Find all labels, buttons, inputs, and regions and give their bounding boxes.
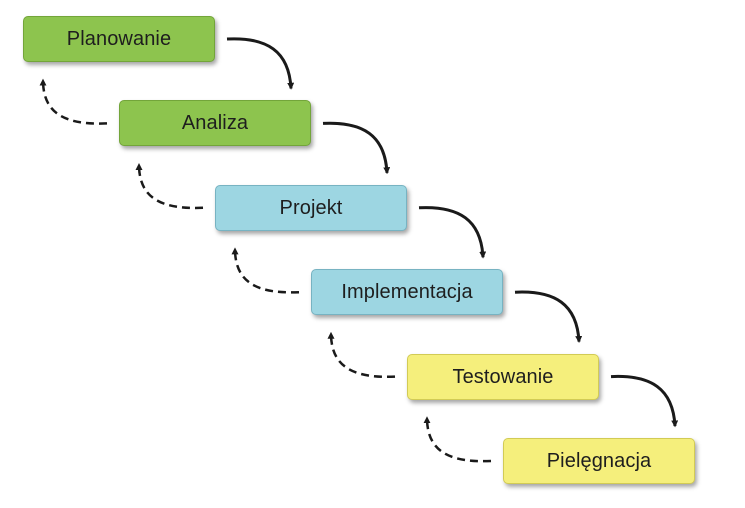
stage-label: Planowanie [66, 27, 172, 50]
forward-arrow [418, 206, 487, 259]
forward-arrow [610, 374, 679, 428]
back-arrow [327, 331, 396, 378]
forward-arrow [514, 290, 583, 343]
stage-label: Projekt [279, 196, 343, 219]
stage-box-analiza: Analiza [119, 100, 311, 146]
forward-arrows [226, 37, 679, 428]
back-arrow [135, 163, 204, 210]
stage-box-testowanie: Testowanie [407, 354, 599, 400]
stage-box-implementacja: Implementacja [311, 269, 503, 315]
stage-box-projekt: Projekt [215, 185, 407, 231]
forward-arrow [322, 121, 391, 175]
stage-box-planowanie: Planowanie [23, 16, 215, 62]
stage-label: Analiza [181, 111, 249, 134]
back-arrow [231, 247, 300, 294]
stage-box-pielegnacja: Pielęgnacja [503, 438, 695, 484]
forward-arrow [226, 37, 295, 90]
stage-label: Testowanie [452, 365, 554, 388]
back-arrows [39, 78, 492, 463]
back-arrow [423, 416, 492, 463]
stage-label: Implementacja [341, 280, 473, 303]
back-arrow [39, 78, 108, 125]
stage-label: Pielęgnacja [546, 449, 652, 472]
